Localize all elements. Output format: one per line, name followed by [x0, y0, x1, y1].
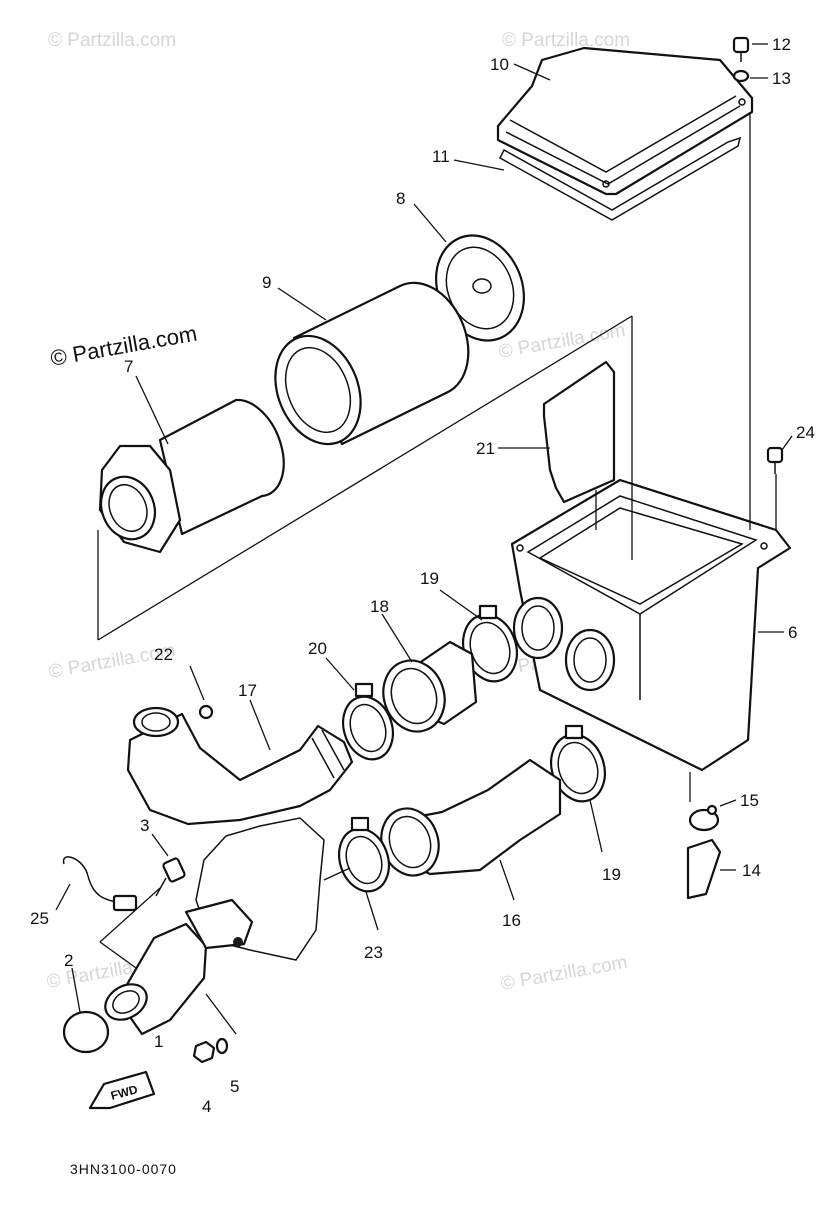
watermark: © Partzilla.com: [499, 952, 629, 995]
callout-20: 20: [308, 639, 327, 658]
watermark: © Partzilla.com: [48, 30, 176, 51]
watermark: © Partzilla.com: [497, 320, 627, 363]
element-guide: [98, 398, 285, 554]
filter-element: [274, 281, 470, 446]
watermark: © Partzilla.com: [502, 30, 630, 51]
case-plate: [542, 360, 616, 504]
lower-joint-clamp: [338, 816, 390, 893]
lower-joint: [380, 758, 562, 877]
callout-25: 25: [30, 909, 49, 928]
leader-lines: [97, 112, 777, 1035]
duct-clip: [198, 704, 214, 720]
case-cap: [496, 46, 754, 196]
callout-11: 11: [432, 147, 450, 166]
callout-18: 18: [370, 597, 389, 616]
callout-1: 1: [154, 1032, 163, 1051]
callout-23: 23: [364, 943, 383, 962]
callout-19-lower: 19: [602, 865, 621, 884]
nut: [192, 1040, 216, 1064]
lock-washer: [215, 1037, 229, 1055]
callout-16: 16: [502, 911, 521, 930]
clip: [706, 804, 718, 816]
callout-4: 4: [202, 1097, 211, 1116]
callout-6: 6: [788, 623, 797, 642]
callout-12: 12: [772, 35, 791, 54]
carburetor-joint: [104, 898, 254, 1036]
callout-3: 3: [140, 816, 149, 835]
callout-13: 13: [772, 69, 791, 88]
callout-7: 7: [124, 357, 133, 376]
callout-21: 21: [476, 439, 495, 458]
drain-cap: [686, 838, 722, 900]
callout-9: 9: [262, 273, 271, 292]
cap-bolt: [732, 36, 750, 62]
drawing-code: 3HN3100-0070: [70, 1161, 177, 1177]
callout-19-upper: 19: [420, 569, 439, 588]
engine-outline: [195, 817, 325, 961]
callout-5: 5: [230, 1077, 239, 1096]
case-bolt: [766, 446, 784, 474]
callout-10: 10: [490, 55, 509, 74]
callout-17: 17: [238, 681, 257, 700]
callout-2: 2: [64, 951, 73, 970]
sensor-lead: [62, 856, 138, 912]
cap-washer: [732, 69, 750, 83]
cap-seal: [499, 136, 742, 221]
screw: [155, 857, 186, 897]
callout-15: 15: [740, 791, 759, 810]
callout-22: 22: [154, 645, 173, 664]
callout-14: 14: [742, 861, 761, 880]
callout-8: 8: [396, 189, 405, 208]
forward-arrow-icon: FWD: [88, 1070, 156, 1110]
direction-label: FWD: [109, 1082, 139, 1103]
callout-leaders: [55, 43, 793, 1013]
air-filter-case: [510, 478, 792, 772]
callout-24: 24: [796, 423, 815, 442]
intake-duct: [126, 706, 354, 826]
joint-clamp: [342, 682, 394, 761]
o-ring: [62, 1010, 110, 1054]
joint: [382, 640, 478, 733]
